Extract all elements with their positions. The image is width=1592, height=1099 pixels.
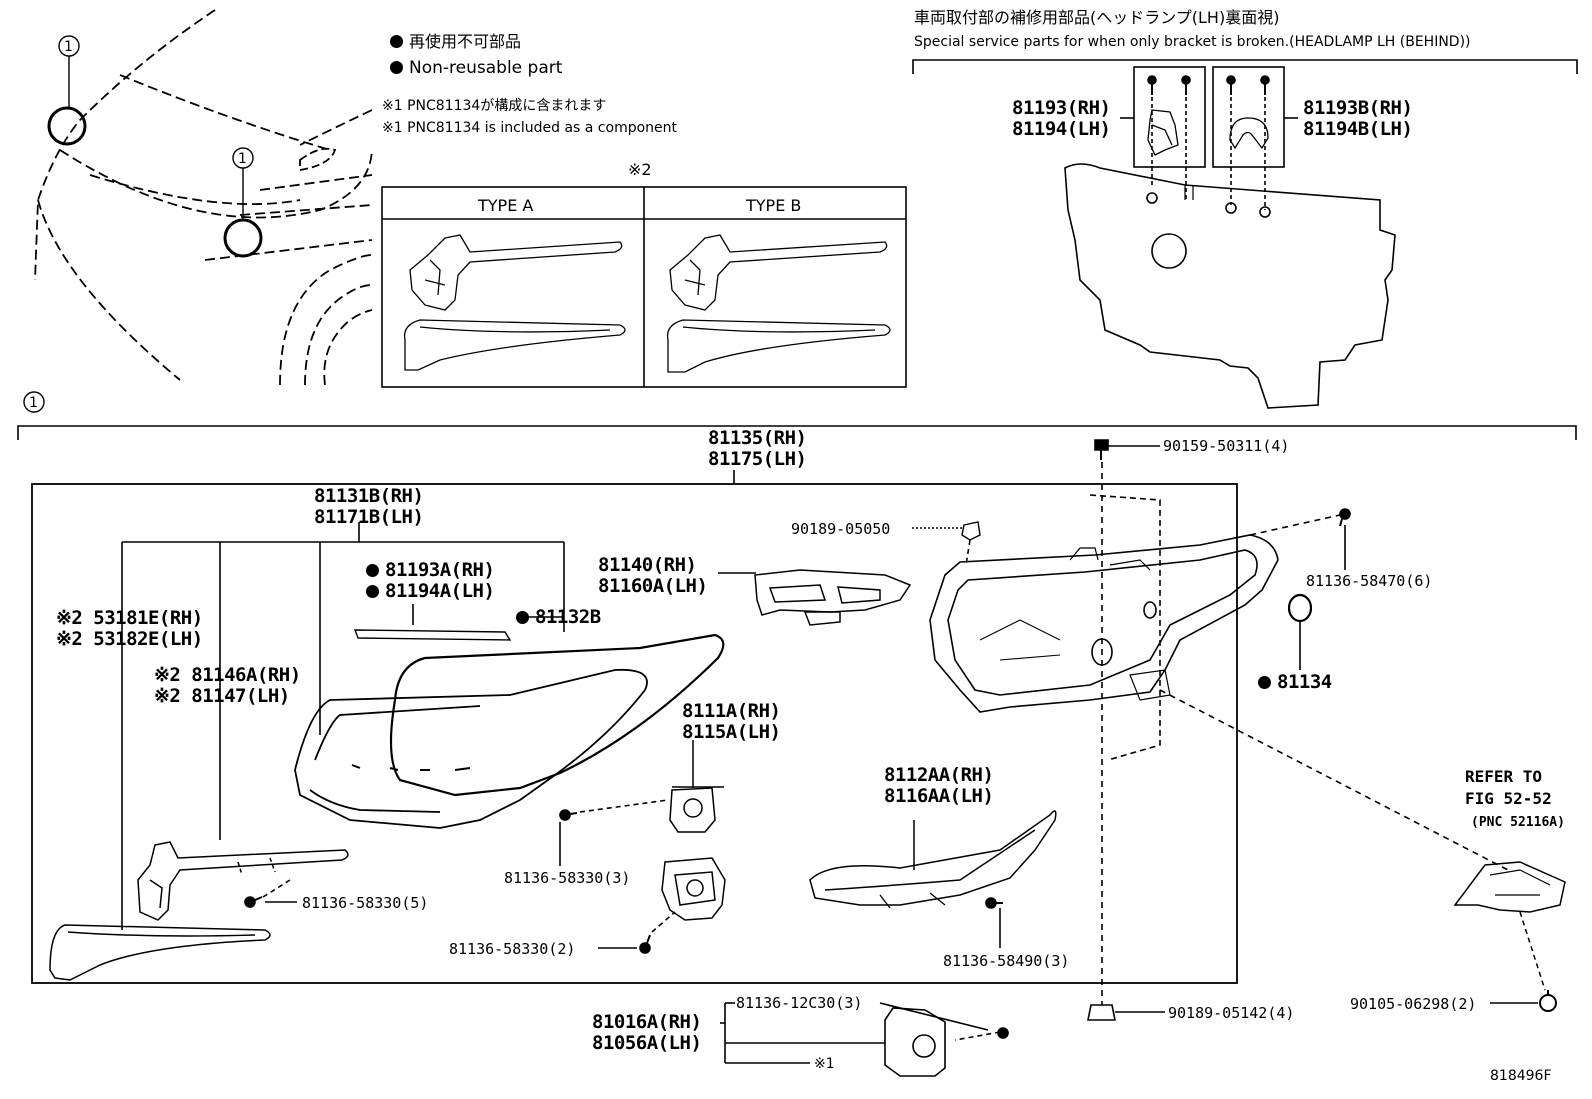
label-8112aa: 8112AA(RH) bbox=[884, 764, 994, 786]
label-8111a: 8111A(RH) bbox=[682, 700, 781, 722]
nonreusable-dot-icon bbox=[390, 61, 403, 74]
label-53182e: ※2 53182E(LH) bbox=[56, 628, 203, 650]
callout-1-main-number: 1 bbox=[29, 395, 38, 411]
label-81140: 81140(RH) bbox=[598, 554, 697, 576]
side-marker-trim-drawing bbox=[49, 924, 271, 981]
label-81136-58330-3: 81136-58330(3) bbox=[504, 869, 631, 887]
note1-en: ※1 PNC81134 is included as a component bbox=[382, 120, 678, 136]
nonreusable-dot-icon bbox=[366, 564, 379, 577]
legend-nonreusable-jp: 再使用不可部品 bbox=[390, 32, 521, 52]
callout-marker-1b bbox=[223, 147, 263, 258]
label-81016a: 81016A(RH) bbox=[592, 1011, 702, 1033]
bolt-90159-50311 bbox=[1094, 439, 1160, 460]
assembly-frame bbox=[31, 483, 1238, 984]
label-81147: ※2 81147(LH) bbox=[154, 685, 290, 707]
o-ring-81134 bbox=[1287, 593, 1313, 670]
callout-marker-1-main bbox=[23, 391, 45, 413]
label-81136-58470: 81136-58470(6) bbox=[1306, 572, 1433, 590]
legend-nonreusable-en: Non-reusable part bbox=[390, 58, 562, 78]
label-53181e: ※2 53181E(RH) bbox=[56, 607, 203, 629]
type-a-label: TYPE A bbox=[478, 196, 534, 215]
callout-1-a-number: 1 bbox=[64, 39, 73, 55]
screw-81136-58330-5 bbox=[244, 879, 297, 908]
label-81160a: 81160A(LH) bbox=[598, 575, 708, 597]
screw-81136-58330-2 bbox=[598, 911, 676, 954]
label-81136-58490: 81136-58490(3) bbox=[943, 952, 1070, 970]
label-90189-05142: 90189-05142(4) bbox=[1168, 1004, 1295, 1022]
label-90159-50311: 90159-50311(4) bbox=[1163, 437, 1290, 455]
label-81136-58330-5: 81136-58330(5) bbox=[302, 894, 429, 912]
headlamp-housing-drawing bbox=[929, 462, 1509, 1005]
label-81056a: 81056A(LH) bbox=[592, 1032, 702, 1054]
label-81193b: 81193B(RH) bbox=[1303, 97, 1413, 119]
label-8115a: 8115A(LH) bbox=[682, 721, 781, 743]
leveling-actuator-drawing bbox=[884, 1007, 1009, 1077]
label-81194: 81194(LH) bbox=[1012, 118, 1111, 140]
note2-mark: ※2 bbox=[628, 160, 652, 179]
label-90105-06298: 90105-06298(2) bbox=[1350, 995, 1477, 1013]
headlamp-rear-view bbox=[1064, 163, 1396, 409]
label-81194b: 81194B(LH) bbox=[1303, 118, 1413, 140]
lens-gasket-drawing bbox=[389, 633, 725, 797]
label-81131b: 81131B(RH) bbox=[314, 485, 424, 507]
type-b-bracket-drawing bbox=[666, 234, 891, 373]
note1-jp: ※1 PNC81134が構成に含まれます bbox=[382, 98, 607, 114]
bracket-box-left bbox=[1133, 66, 1206, 200]
callout-marker-1a bbox=[47, 35, 87, 146]
nonreusable-dot-icon bbox=[1258, 676, 1271, 689]
type-a-bracket-drawing bbox=[403, 234, 626, 371]
label-90189-05050: 90189-05050 bbox=[791, 520, 891, 538]
label-81171b: 81171B(LH) bbox=[314, 506, 424, 528]
type-b-label: TYPE B bbox=[746, 196, 802, 215]
label-81136-12c30: 81136-12C30(3) bbox=[736, 994, 863, 1012]
clip-90189-05050 bbox=[912, 521, 981, 566]
label-81193a: 81193A(RH) bbox=[366, 560, 495, 581]
label-81194a: 81194A(LH) bbox=[366, 581, 495, 602]
refer-line-1: REFER TO bbox=[1465, 767, 1543, 786]
refer-line-2: FIG 52-52 bbox=[1465, 789, 1552, 808]
callout-1-b-number: 1 bbox=[238, 151, 247, 167]
refer-bracket-drawing bbox=[1453, 861, 1566, 1012]
nonreusable-dot-icon bbox=[390, 35, 403, 48]
figure-id: 818496F bbox=[1490, 1068, 1552, 1084]
lens-bar-drawing bbox=[353, 629, 512, 641]
label-81134: 81134 bbox=[1258, 672, 1332, 693]
screw-81136-58330-3 bbox=[559, 799, 669, 866]
service-parts-title-en: Special service parts for when only brac… bbox=[914, 34, 1471, 50]
nonreusable-dot-icon bbox=[516, 611, 529, 624]
service-parts-bracket-line bbox=[912, 59, 1578, 74]
service-parts-title-jp: 車両取付部の補修用部品(ヘッドランプ(LH)裏面視) bbox=[914, 8, 1280, 27]
label-81146a: ※2 81146A(RH) bbox=[154, 664, 301, 686]
leader-81016 bbox=[720, 1002, 989, 1064]
lens-group-bracket bbox=[121, 522, 565, 930]
lower-module-drawing bbox=[661, 857, 726, 921]
side-marker-bracket-drawing bbox=[137, 841, 349, 921]
drl-module-drawing bbox=[754, 569, 912, 626]
label-8116aa: 8116AA(LH) bbox=[884, 785, 994, 807]
label-81193: 81193(RH) bbox=[1012, 97, 1111, 119]
type-variant-box bbox=[381, 186, 907, 388]
lens-cover-drawing bbox=[294, 668, 648, 829]
screw-81136-58470 bbox=[1339, 508, 1351, 570]
clip-90189-05142 bbox=[1087, 1004, 1165, 1021]
assembly-bracket-line bbox=[17, 425, 1577, 484]
label-81136-58330-2: 81136-58330(2) bbox=[449, 940, 576, 958]
nonreusable-dot-icon bbox=[366, 585, 379, 598]
refer-line-3: (PNC 52116A) bbox=[1471, 815, 1565, 830]
vehicle-front-sketch bbox=[34, 9, 373, 386]
turn-lamp-drawing bbox=[809, 810, 1057, 909]
label-81135: 81135(RH) bbox=[708, 427, 807, 449]
label-81175: 81175(LH) bbox=[708, 448, 807, 470]
label-note1-ref: ※1 bbox=[814, 1056, 835, 1072]
screw-81136-58490 bbox=[985, 897, 1003, 948]
label-81132b: 81132B bbox=[516, 607, 601, 628]
socket-unit-drawing bbox=[669, 740, 724, 833]
